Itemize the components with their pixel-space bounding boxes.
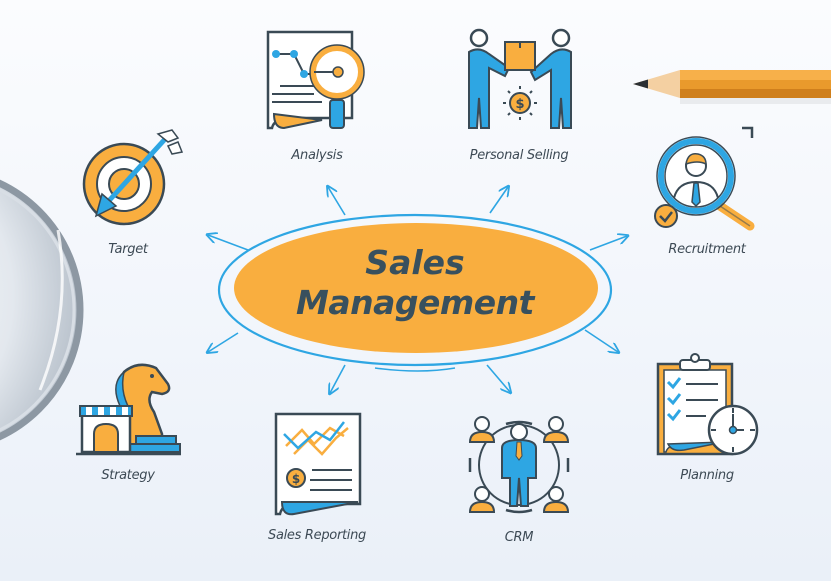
pencil-decoration-icon (633, 70, 831, 104)
node-label-personal-selling: Personal Selling (469, 148, 569, 163)
node-label-analysis: Analysis (291, 148, 343, 163)
magnifier-document-icon (266, 30, 365, 130)
handshake-box-icon: $ (468, 28, 572, 129)
node-label-planning: Planning (680, 468, 734, 483)
report-chart-icon: $ (274, 412, 362, 516)
target-arrow-icon (82, 129, 183, 226)
chess-knight-icon (76, 363, 181, 456)
node-label-sales-reporting: Sales Reporting (267, 528, 367, 543)
node-label-target: Target (108, 242, 148, 257)
svg-text:$: $ (515, 97, 524, 112)
clipboard-clock-icon (656, 353, 759, 456)
person-search-icon (654, 126, 755, 231)
magnifying-glass-decoration-icon (0, 179, 84, 441)
node-label-recruitment: Recruitment (668, 242, 746, 257)
svg-text:$: $ (292, 472, 300, 486)
node-label-crm: CRM (504, 530, 534, 545)
people-network-icon (468, 416, 570, 514)
center-title: Sales Management (296, 243, 534, 323)
center-title-line1: Sales (365, 243, 465, 282)
center-title-line2: Management (296, 283, 534, 322)
node-label-strategy: Strategy (101, 468, 155, 483)
